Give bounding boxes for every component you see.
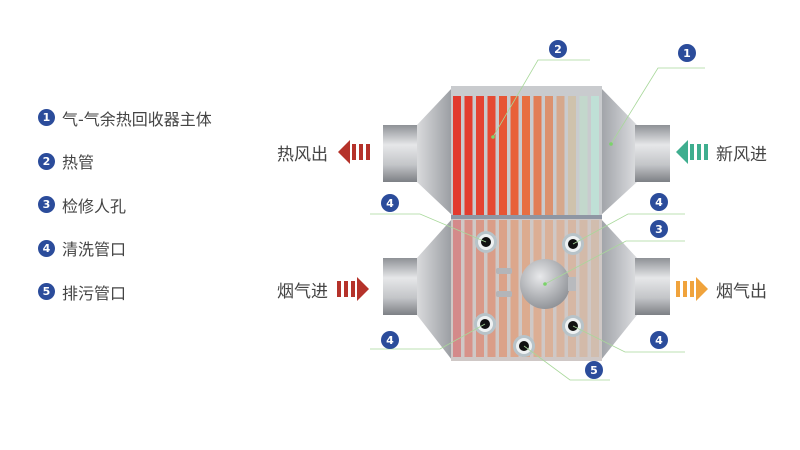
heat-pipe: [591, 220, 599, 357]
callout-cleaning-port: 4: [381, 194, 399, 212]
fresh-air-in-arrow: [676, 140, 708, 164]
legend-label: 检修人孔: [62, 196, 127, 216]
heat-pipe: [533, 96, 542, 215]
callout-drain-port: 5: [585, 361, 603, 379]
legend-label: 排污管口: [62, 283, 127, 303]
heat-pipe: [545, 96, 553, 215]
hot-air-outlet-pipe: [383, 125, 419, 182]
right-cone: [601, 88, 637, 215]
number-badge: 1: [38, 109, 55, 127]
divider-plate: [451, 215, 602, 219]
callout-cleaning-port: 4: [650, 193, 668, 211]
callout-cleaning-port: 4: [381, 331, 399, 349]
number-badge: 2: [38, 152, 55, 170]
fresh-air-in-label: 新风进: [716, 145, 767, 165]
legend-label: 热管: [62, 153, 95, 173]
heat-pipe: [464, 96, 473, 215]
heat-pipe: [510, 220, 519, 357]
heat-pipe: [453, 220, 461, 357]
heat-pipe: [568, 96, 576, 215]
legend-item-heat-pipe: 2 热管: [38, 140, 212, 184]
heat-pipe: [591, 96, 599, 215]
heat-pipe: [499, 96, 507, 215]
leader-lines: [370, 59, 705, 381]
right-cone: [601, 219, 637, 360]
left-cone: [417, 88, 452, 215]
left-cone: [417, 219, 452, 360]
callout-body: 1: [678, 44, 696, 62]
flue-gas-outlet-pipe: [635, 258, 670, 315]
legend-item-body: 1 气-气余热回收器主体: [38, 96, 212, 140]
callout-heat-pipe: 2: [549, 40, 567, 58]
heat-pipe: [487, 96, 496, 215]
number-badge: 3: [38, 196, 55, 214]
hot-air-out-label: 热风出: [277, 145, 328, 165]
heat-pipe: [510, 96, 519, 215]
heat-pipe: [453, 96, 461, 215]
heat-pipe: [464, 220, 473, 357]
heat-pipe: [522, 96, 530, 215]
number-badge: 4: [38, 239, 55, 257]
fresh-air-inlet-pipe: [635, 125, 670, 182]
upper-air-chamber: [383, 86, 670, 216]
legend-label: 清洗管口: [62, 240, 127, 260]
heat-pipe: [579, 220, 588, 357]
leader-dots: [491, 135, 613, 286]
heat-pipe: [579, 96, 588, 215]
flue-gas-out-label: 烟气出: [716, 282, 767, 302]
heat-pipe: [476, 220, 484, 357]
heat-pipe: [499, 220, 507, 357]
heat-pipe: [487, 220, 496, 357]
hot-air-out-arrow: [338, 140, 370, 164]
flue-gas-out-arrow: [676, 277, 708, 301]
legend-label: 气-气余热回收器主体: [62, 109, 212, 129]
heat-pipe: [476, 96, 484, 215]
legend: 1 气-气余热回收器主体 2 热管 3 检修人孔 4 清洗管口 5 排污管口: [38, 96, 212, 314]
number-badge: 5: [38, 283, 55, 301]
callout-manhole: 3: [650, 220, 668, 238]
heat-pipes-upper: [453, 96, 599, 215]
flue-gas-in-label: 烟气进: [277, 282, 328, 302]
heat-pipe: [556, 96, 565, 215]
flue-gas-inlet-pipe: [383, 258, 419, 315]
lower-flue-chamber: [383, 219, 670, 361]
flue-gas-in-arrow: [337, 277, 369, 301]
legend-item-cleaning-port: 4 清洗管口: [38, 227, 212, 271]
legend-item-drain-port: 5 排污管口: [38, 270, 212, 314]
legend-item-manhole: 3 检修人孔: [38, 183, 212, 227]
callout-cleaning-port: 4: [650, 331, 668, 349]
